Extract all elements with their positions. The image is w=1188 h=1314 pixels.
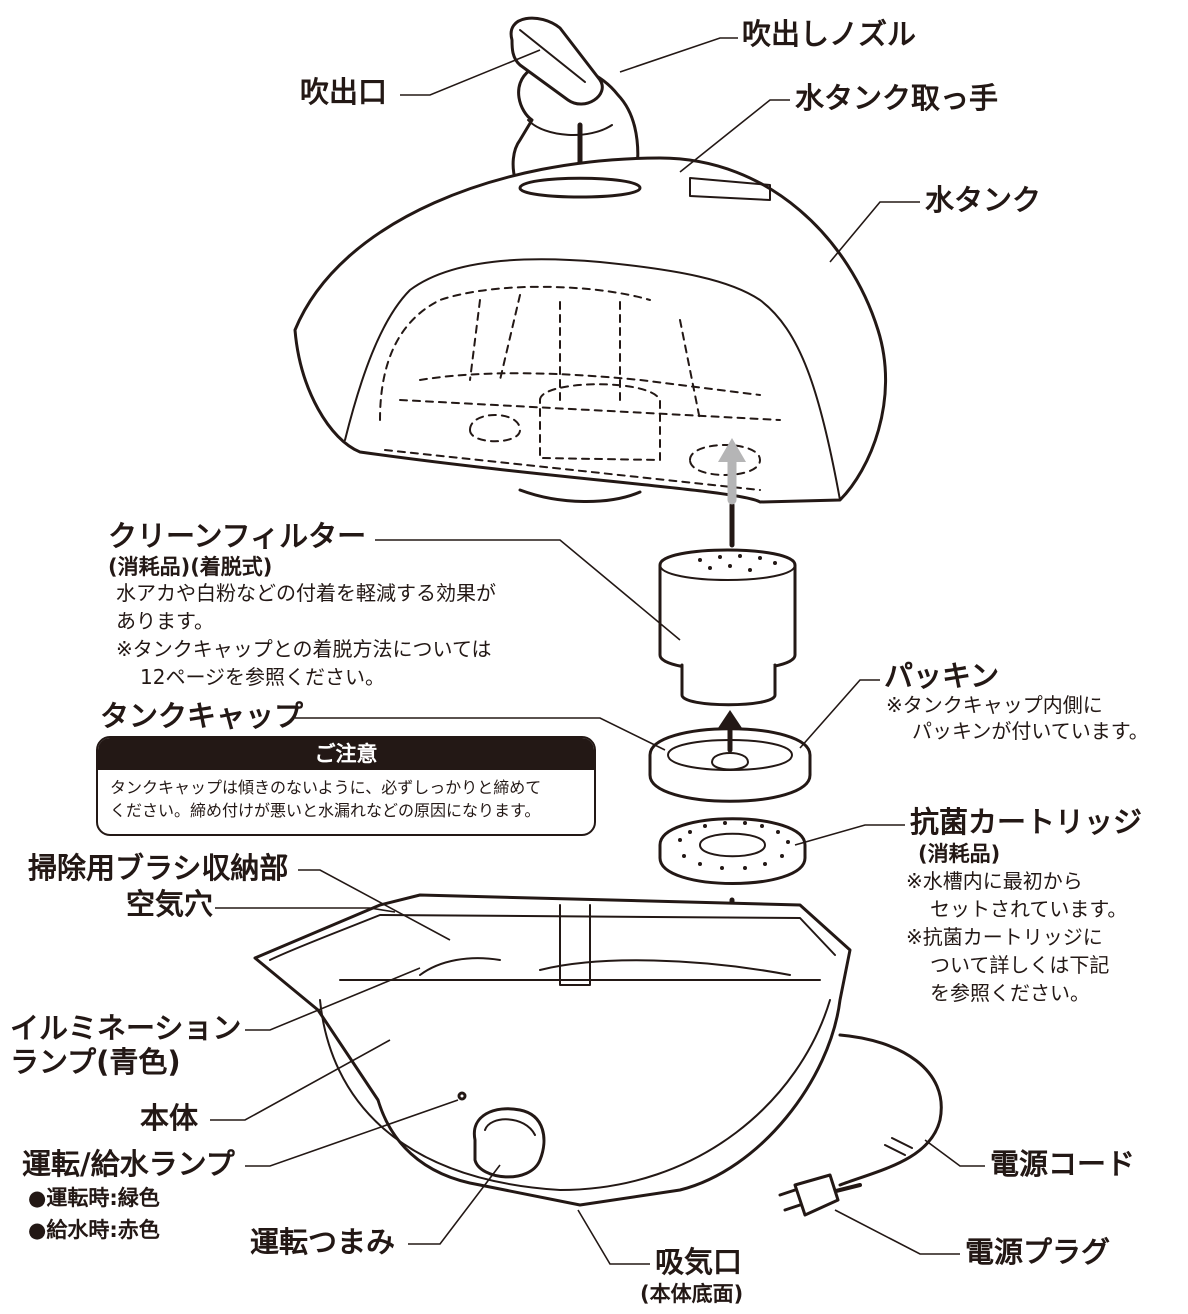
label-clean-filter: クリーンフィルター bbox=[108, 519, 367, 553]
note-clean-filter-3: ※タンクキャップとの着脱方法については bbox=[116, 637, 492, 661]
clean-filter-part bbox=[658, 548, 797, 707]
label-operation-lamp-red: ●給水時:赤色 bbox=[28, 1218, 160, 1242]
label-power-cord: 電源コード bbox=[990, 1147, 1136, 1181]
note-antibacterial-5: を参照ください。 bbox=[930, 981, 1090, 1005]
label-operation-lamp-green: ●運転時:緑色 bbox=[28, 1186, 160, 1210]
caution-box: ご注意 タンクキャップは傾きのないように、必ずしっかりと締めて ください。締め付… bbox=[96, 736, 596, 836]
note-antibacterial-4: ついて詳しくは下記 bbox=[930, 953, 1110, 977]
label-packing: パッキン bbox=[884, 659, 1000, 693]
note-packing-1: ※タンクキャップ内側に bbox=[886, 693, 1103, 717]
label-antibacterial-cartridge: 抗菌カートリッジ bbox=[910, 805, 1143, 839]
note-packing-2: パッキンが付いています。 bbox=[912, 719, 1149, 743]
label-operation-knob: 運転つまみ bbox=[250, 1225, 396, 1259]
label-antibacterial-sub: (消耗品) bbox=[918, 842, 1001, 866]
caution-title: ご注意 bbox=[98, 738, 594, 770]
label-tank-cap: タンクキャップ bbox=[100, 699, 304, 733]
note-antibacterial-1: ※水槽内に最初から bbox=[906, 869, 1083, 893]
label-tank-handle: 水タンク取っ手 bbox=[795, 81, 999, 115]
label-air-intake: 吸気口 bbox=[655, 1245, 743, 1279]
label-brush-storage: 掃除用ブラシ収納部 bbox=[28, 851, 289, 885]
label-air-intake-sub: (本体底面) bbox=[640, 1282, 744, 1306]
caution-line-2: ください。締め付けが悪いと水漏れなどの原因になります。 bbox=[110, 801, 541, 821]
main-body-part bbox=[253, 893, 852, 1207]
note-antibacterial-3: ※抗菌カートリッジに bbox=[906, 925, 1103, 949]
note-clean-filter-2: あります。 bbox=[116, 609, 214, 633]
caution-body: タンクキャップは傾きのないように、必ずしっかりと締めて ください。締め付けが悪い… bbox=[98, 770, 594, 822]
note-clean-filter-1: 水アカや白粉などの付着を軽減する効果が bbox=[116, 581, 496, 605]
power-cord-part bbox=[778, 1033, 943, 1217]
label-illumination-lamp-line1: イルミネーション bbox=[10, 1011, 242, 1045]
antibacterial-cartridge-part bbox=[658, 817, 807, 885]
tank-cap-part bbox=[648, 727, 812, 803]
label-illumination-lamp-line2: ランプ(青色) bbox=[10, 1045, 181, 1079]
label-clean-filter-sub: (消耗品)(着脱式) bbox=[108, 555, 273, 579]
label-power-plug: 電源プラグ bbox=[965, 1235, 1111, 1269]
label-operation-lamp: 運転/給水ランプ bbox=[22, 1147, 235, 1181]
label-fukidashiguchi: 吹出口 bbox=[300, 75, 388, 109]
note-clean-filter-4: 12ページを参照ください。 bbox=[140, 665, 386, 689]
label-main-body: 本体 bbox=[140, 1101, 199, 1135]
label-air-hole: 空気穴 bbox=[126, 887, 214, 921]
note-antibacterial-2: セットされています。 bbox=[930, 897, 1128, 921]
label-fukidashi-nozzle: 吹出しノズル bbox=[742, 17, 917, 51]
water-tank-part bbox=[293, 156, 887, 504]
caution-line-1: タンクキャップは傾きのないように、必ずしっかりと締めて bbox=[110, 778, 542, 797]
leader-lines bbox=[210, 37, 985, 1265]
label-water-tank: 水タンク bbox=[925, 183, 1042, 217]
